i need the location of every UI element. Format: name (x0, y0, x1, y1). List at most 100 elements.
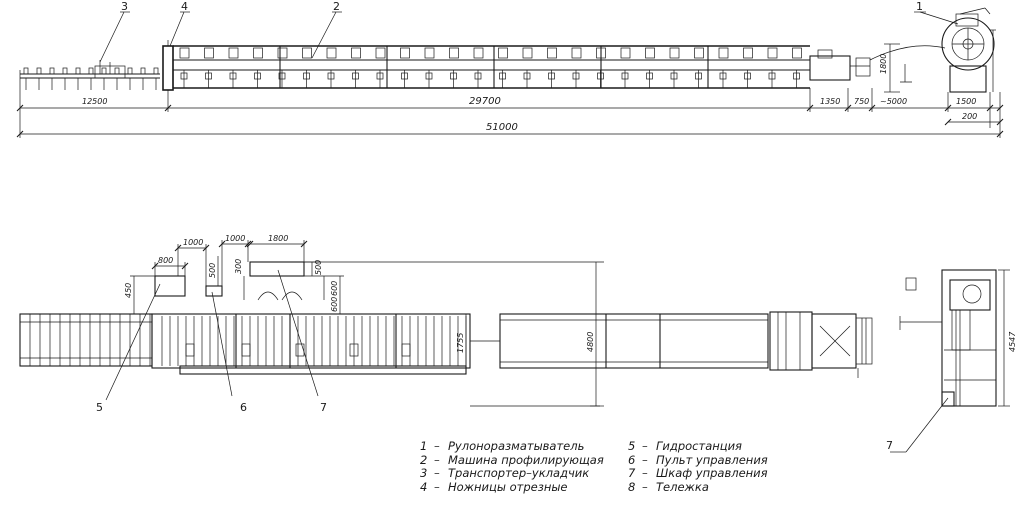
plan-motor (401, 343, 411, 357)
stacker-roller (36, 67, 42, 75)
roll-stand (424, 47, 435, 59)
legend-item-2: 2–Машина профилирующая (420, 452, 604, 467)
dim-500-b: 500 (314, 260, 323, 275)
roll-stand (351, 47, 361, 59)
dim-tick (16, 104, 24, 112)
roll-stand-motor (621, 72, 629, 80)
callout-2: 2 (333, 0, 340, 13)
dim-5000: ~5000 (880, 97, 907, 106)
dim-1000-b: 1000 (225, 234, 245, 243)
stacker-roller (75, 67, 81, 75)
plan-motor (295, 343, 305, 357)
dim-4800: 4800 (586, 332, 595, 352)
legend-item-7: 7–Шкаф управления (628, 466, 768, 481)
dim-600-b: 600 (330, 297, 339, 312)
roll-stand-motor (401, 72, 408, 80)
legend-item-4: 4–Ножницы отрезные (420, 479, 568, 494)
legend-text-1: Рулоноразматыватель (448, 439, 585, 453)
roll-stand-motor (229, 72, 237, 80)
dim-1800: 1800 (268, 234, 288, 243)
dim-1000-a: 1000 (183, 238, 203, 247)
dim-500-a: 500 (208, 263, 217, 278)
roll-stand (669, 47, 680, 59)
dim-tick (181, 262, 189, 270)
elevation-dimensions (16, 43, 1004, 138)
roll-stand (228, 47, 239, 59)
dim-tick (844, 104, 852, 112)
roll-stand (718, 47, 729, 59)
callout-7-side: 7 (886, 439, 893, 452)
legend-item-1: 1–Рулоноразматыватель (420, 439, 585, 453)
plan-stacker (19, 313, 153, 367)
dim-300: 300 (234, 259, 243, 274)
dim-tick (244, 240, 252, 248)
legend-text-5: Гидростанция (656, 439, 742, 453)
legend-text-6: Пульт управления (656, 452, 768, 467)
roll-stand-motor (474, 72, 482, 80)
roll-stand-motor (499, 72, 506, 80)
legend-text-4: Ножницы отрезные (448, 479, 568, 494)
dim-1500: 1500 (956, 97, 976, 106)
roll-stand (792, 47, 802, 59)
roll-stand-motor (695, 72, 702, 80)
plan-motor (185, 343, 195, 357)
callout-7-plan: 7 (320, 401, 327, 414)
dim-4547: 4547 (1008, 331, 1017, 352)
roll-stand-motor (278, 72, 286, 80)
dim-tick (16, 130, 24, 138)
stacker-roller (23, 67, 29, 75)
roll-stand-motor (352, 72, 359, 80)
roll-stand (302, 47, 312, 59)
legend-item-6: 6–Пульт управления (628, 452, 768, 467)
dim-29700: 29700 (469, 96, 501, 107)
legend-right-column: 5–Гидростанция 6–Пульт управления 7–Шкаф… (628, 439, 768, 494)
dim-1350: 1350 (820, 97, 840, 106)
callout-1: 1 (916, 0, 923, 13)
dim-tick (246, 240, 254, 248)
roll-stand (326, 47, 337, 59)
callout-6: 6 (240, 401, 247, 414)
legend-text-7: Шкаф управления (656, 466, 768, 481)
roll-stand-motor (327, 72, 335, 80)
dim-1755: 1755 (456, 333, 465, 353)
dim-51000: 51000 (486, 122, 518, 133)
legend-left-column: 1–Рулоноразматыватель 2–Машина профилиру… (420, 439, 604, 494)
dim-tick (868, 104, 876, 112)
plan-aux-equipment (154, 261, 305, 301)
callout-5: 5 (96, 401, 103, 414)
roll-stand (498, 47, 508, 59)
plan-motor (349, 343, 359, 357)
roll-stand-motor (670, 72, 678, 80)
plan-motor (241, 343, 251, 357)
roll-stand-motor (254, 72, 261, 80)
plan-view: 800 1000 1000 1800 450 500 300 500 600 6… (19, 234, 873, 414)
stacker-roller (140, 67, 146, 75)
dim-450: 450 (124, 283, 133, 298)
roll-stand-motor (180, 72, 188, 80)
roll-stand (204, 47, 214, 59)
roll-stand (571, 47, 582, 59)
dim-tick (996, 130, 1004, 138)
plan-runout-table (470, 313, 769, 369)
roll-stand-motor (425, 72, 433, 80)
roll-stand-motor (523, 72, 531, 80)
dim-tick (151, 262, 159, 270)
roll-stand (473, 47, 484, 59)
stacker-conveyor (19, 60, 160, 92)
dim-tick (996, 118, 1004, 126)
roll-stand-motor (719, 72, 727, 80)
legend-text-3: Транспортер–укладчик (448, 466, 590, 481)
legend-item-5: 5–Гидростанция (628, 439, 742, 453)
roll-stand-motor (572, 72, 580, 80)
roll-forming-machine (172, 45, 871, 89)
stacker-roller (62, 67, 68, 75)
roll-stand-motor (548, 72, 555, 80)
stacker-roller (114, 67, 120, 75)
roll-stand-motor (793, 72, 800, 80)
roll-stand (547, 47, 557, 59)
cutting-shears (162, 40, 174, 91)
stacker-roller (88, 67, 94, 75)
dim-tick (300, 240, 308, 248)
roll-stand-motor (376, 72, 384, 80)
